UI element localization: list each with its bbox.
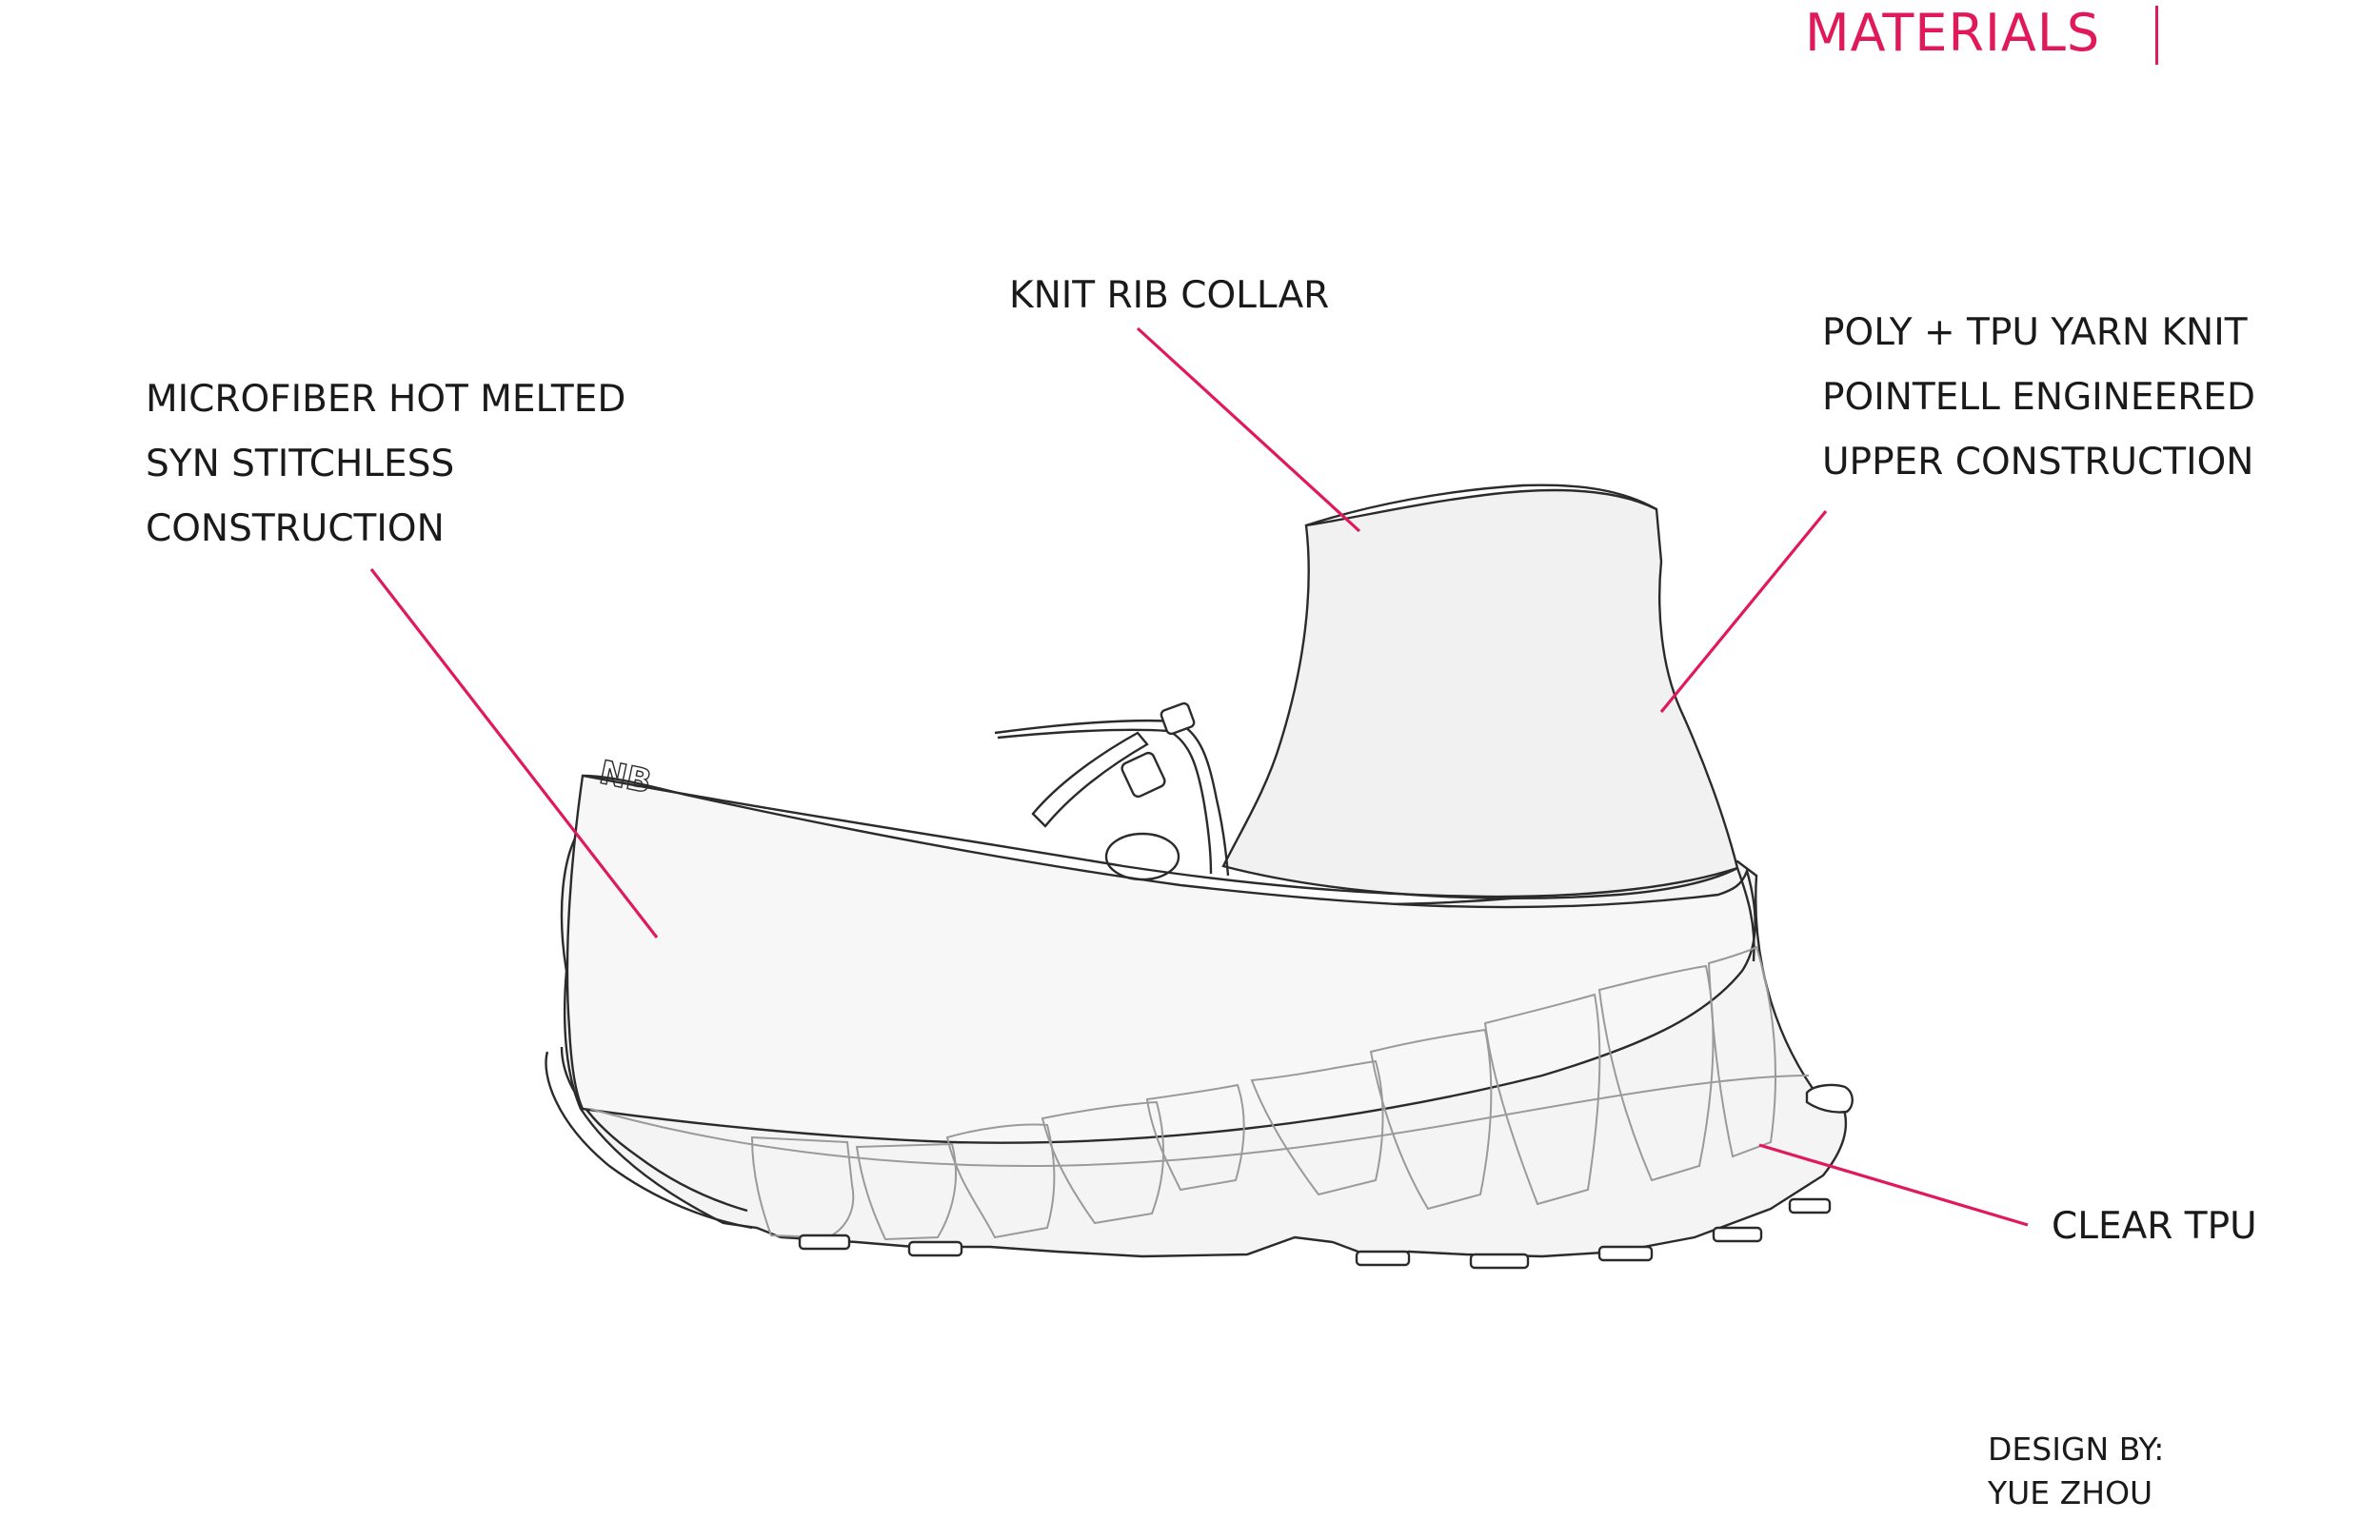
leader-tpu: [1758, 1143, 2029, 1227]
page-title: MATERIALS: [1805, 3, 2101, 63]
callout-line: POLY + TPU YARN KNIT: [1822, 311, 2248, 354]
credit-label: DESIGN BY:: [1988, 1431, 2165, 1468]
callout-line: KNIT RIB COLLAR: [1009, 274, 1330, 317]
callout-line: POINTELL ENGINEERED: [1822, 376, 2255, 419]
lace-loop: [1104, 832, 1180, 881]
outsole-lugs: [798, 1197, 1832, 1270]
tpu-band: [589, 1075, 1810, 1168]
lace-inner: [997, 728, 1213, 875]
callout-tpu: CLEAR TPU: [2052, 1194, 2257, 1259]
lace-aglet: [1160, 701, 1196, 736]
heel-tab: [1805, 1083, 1854, 1114]
callout-line: CLEAR TPU: [2052, 1205, 2257, 1248]
callout-leaders: [369, 326, 2029, 1227]
callout-microfiber: MICROFIBER HOT MELTED SYN STITCHLESS CONST…: [146, 367, 625, 562]
knit-collar: [1221, 488, 1739, 899]
title-divider: [2155, 6, 2158, 65]
callout-upper: POLY + TPU YARN KNIT POINTELL ENGINEERED U…: [1822, 301, 2255, 495]
microfiber-upper: [565, 774, 1756, 1144]
leader-microfiber: [369, 568, 659, 938]
design-credit: DESIGN BY: YUE ZHOU: [1988, 1428, 2164, 1515]
callout-line: CONSTRUCTION: [146, 507, 445, 550]
toe-rim: [545, 1051, 753, 1230]
callout-line: SYN STITCHLESS: [146, 443, 455, 485]
credit-name: YUE ZHOU: [1988, 1474, 2153, 1511]
upper-top-edge: [582, 774, 1738, 898]
collar-top-edge: [1305, 484, 1657, 527]
leader-collar: [1136, 326, 1361, 533]
cord-lock: [1121, 751, 1166, 799]
lace-end: [1031, 731, 1149, 828]
callout-line: MICROFIBER HOT MELTED: [146, 378, 626, 421]
callout-line: UPPER CONSTRUCTION: [1822, 441, 2254, 484]
toe-rim-inner: [560, 1046, 748, 1213]
heel-counter: [1735, 867, 1755, 962]
leader-upper: [1659, 509, 1828, 714]
lace: [994, 719, 1230, 877]
callout-collar: KNIT RIB COLLAR: [1009, 264, 1329, 328]
